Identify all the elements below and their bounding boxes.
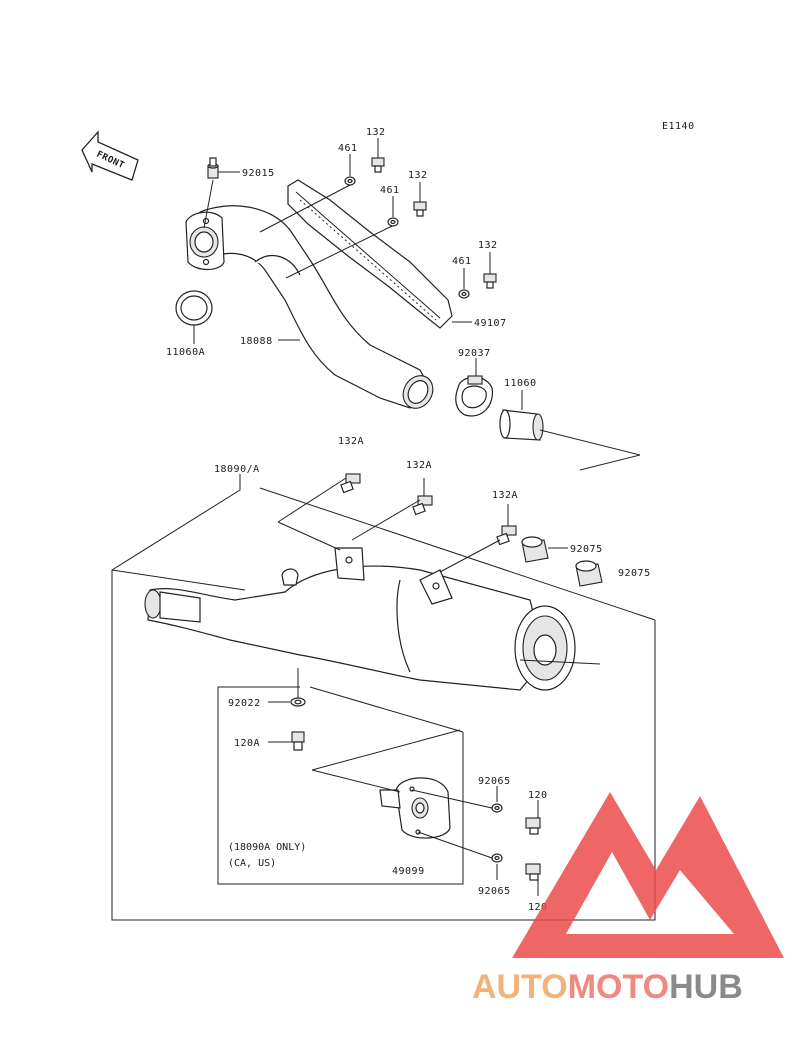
label-11060: 11060: [504, 378, 537, 389]
label-92015: 92015: [242, 168, 275, 179]
label-120-a: 120: [528, 790, 548, 801]
automotohub-logo-icon: [512, 792, 784, 958]
muffler-18090: [144, 547, 576, 691]
label-18090A: 18090/A: [214, 464, 260, 475]
label-18088: 18088: [240, 336, 273, 347]
leader-lines-lower: [239, 474, 601, 665]
end-plate-49099: [379, 777, 451, 839]
bolt-132A-a: [340, 473, 361, 494]
heat-guard-49107: [287, 179, 453, 329]
bolt-132-a: [371, 157, 385, 173]
nut-92015: [207, 157, 219, 179]
label-120-b: 120: [528, 902, 548, 913]
label-92065-b: 92065: [478, 886, 511, 897]
bolt-132A-c: [496, 525, 517, 546]
plug-120A: [291, 731, 305, 751]
watermark-hub: HUB: [669, 968, 743, 1006]
washer-92065-a: [491, 803, 503, 813]
gasket-92022: [290, 697, 306, 707]
washer-461-b: [387, 217, 399, 227]
bolt-132-c: [483, 273, 497, 289]
bolt-120-a: [525, 817, 541, 835]
label-49099: 49099: [392, 866, 425, 877]
label-132-a: 132: [366, 127, 386, 138]
label-132A-b: 132A: [406, 460, 432, 471]
label-461-c: 461: [452, 256, 472, 267]
note-model-line2: (CA, US): [228, 858, 276, 869]
label-461-b: 461: [380, 185, 400, 196]
label-132A-c: 132A: [492, 490, 518, 501]
watermark-moto: MOTO: [568, 968, 669, 1006]
label-49107: 49107: [474, 318, 507, 329]
label-92075-a: 92075: [570, 544, 603, 555]
note-model-line1: (18090A ONLY): [228, 842, 306, 853]
leader-lines-upper: [193, 138, 641, 471]
label-132A-a: 132A: [338, 436, 364, 447]
label-11060A: 11060A: [166, 347, 205, 358]
watermark-auto: AUTO: [472, 968, 568, 1006]
gasket-11060A: [175, 290, 213, 326]
gasket-11060: [499, 409, 544, 441]
label-92037: 92037: [458, 348, 491, 359]
label-132-c: 132: [478, 240, 498, 251]
label-92022: 92022: [228, 698, 261, 709]
header-pipe-18088: [185, 205, 434, 409]
washer-461-a: [344, 176, 356, 186]
damper-92075-a: [521, 536, 549, 563]
label-92065-a: 92065: [478, 776, 511, 787]
label-132-b: 132: [408, 170, 428, 181]
bolt-132-b: [413, 201, 427, 217]
bolt-132A-b: [412, 495, 433, 516]
front-arrow-icon: FRONT: [81, 130, 139, 181]
washer-461-c: [458, 289, 470, 299]
label-92075-b: 92075: [618, 568, 651, 579]
diagram-code: E1140: [662, 121, 695, 132]
label-461-a: 461: [338, 143, 358, 154]
damper-92075-b: [575, 560, 603, 587]
bolt-120-b: [525, 863, 541, 881]
spark-arrester-box: [217, 686, 464, 885]
washer-92065-b: [491, 853, 503, 863]
watermark-text: AUTOMOTOHUB: [472, 968, 743, 1006]
clamp-92037: [455, 375, 493, 417]
label-120A: 120A: [234, 738, 260, 749]
